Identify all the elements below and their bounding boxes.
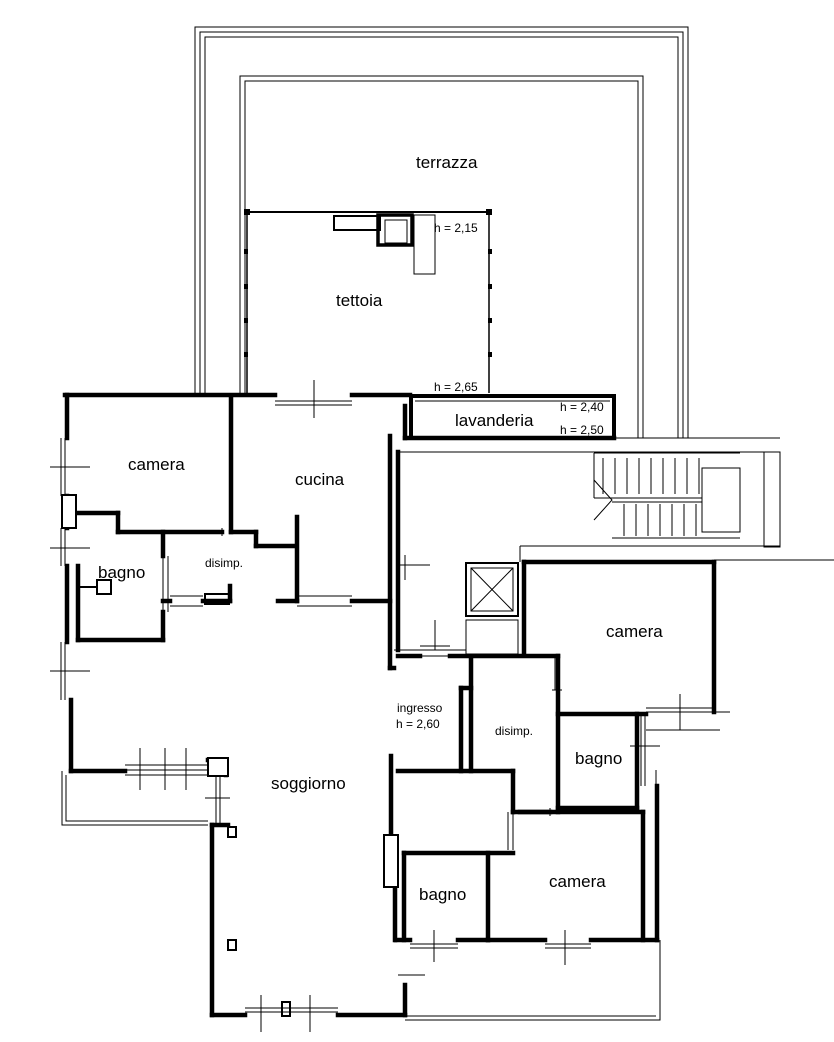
canopy-posts: [244, 209, 492, 357]
label-lavanderia: lavanderia: [455, 411, 534, 430]
label-bagno-s: bagno: [419, 885, 466, 904]
stairwell: [398, 437, 834, 562]
label-disimp-e: disimp.: [495, 724, 533, 738]
label-ingresso: ingresso: [397, 701, 443, 715]
label-h-tettoia-bottom: h = 2,65: [434, 380, 478, 394]
label-bagno-e: bagno: [575, 749, 622, 768]
fixtures: [78, 579, 230, 605]
label-camera-e: camera: [606, 622, 663, 641]
windows: [50, 380, 730, 1032]
lavanderia-room: [409, 394, 616, 440]
label-h-lavanderia-2: h = 2,50: [560, 423, 604, 437]
label-ingresso-height: h = 2,60: [396, 717, 440, 731]
label-tettoia: tettoia: [336, 291, 383, 310]
terrace-outline: [194, 26, 689, 438]
label-disimp-w: disimp.: [205, 556, 243, 570]
label-bagno-w: bagno: [98, 563, 145, 582]
wall-piers: [61, 494, 399, 1017]
tettoia-canopy: [244, 209, 492, 393]
label-terrazza: terrazza: [416, 153, 478, 172]
label-soggiorno: soggiorno: [271, 774, 346, 793]
elevator: [465, 562, 519, 655]
height-labels: h = 2,15 h = 2,65 h = 2,40 h = 2,50: [434, 221, 604, 437]
label-h-lavanderia-1: h = 2,40: [560, 400, 604, 414]
label-camera-se: camera: [549, 872, 606, 891]
room-labels: terrazza tettoia lavanderia camera cucin…: [98, 153, 663, 904]
label-camera-nw: camera: [128, 455, 185, 474]
walls: [62, 392, 717, 1018]
label-cucina: cucina: [295, 470, 345, 489]
label-h-tettoia-top: h = 2,15: [434, 221, 478, 235]
